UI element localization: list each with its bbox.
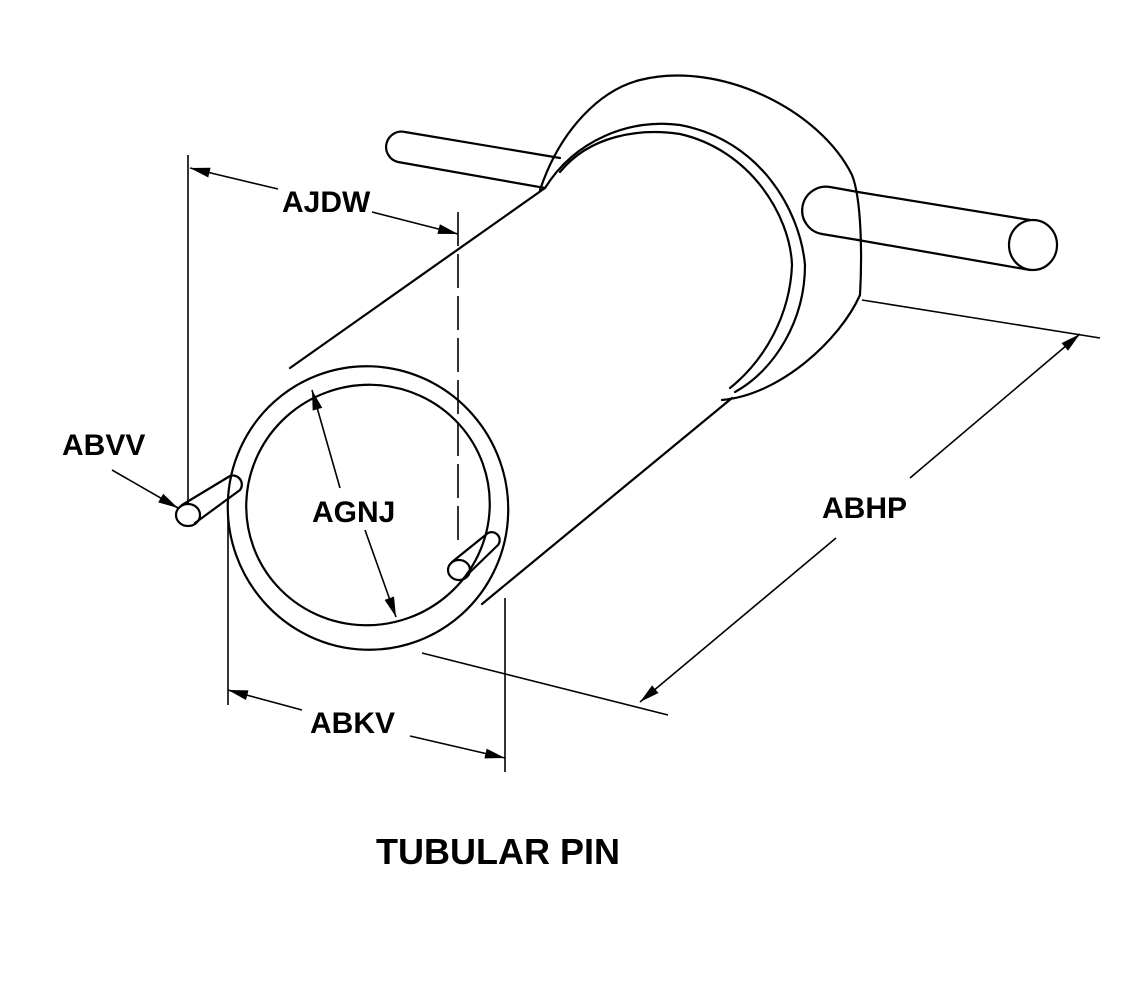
- dimension-agnj: AGNJ: [311, 389, 397, 618]
- rear-rod-right: [801, 185, 1059, 272]
- label-agnj: AGNJ: [312, 496, 395, 529]
- rear-rod-left: [385, 130, 562, 190]
- dimension-ajdw: AJDW: [189, 167, 459, 235]
- extension-lines: [187, 155, 1101, 772]
- label-ajdw: AJDW: [282, 186, 371, 219]
- label-abhp: ABHP: [822, 492, 907, 525]
- diagram-title: TUBULAR PIN: [376, 831, 620, 872]
- inner-pin: [446, 531, 501, 582]
- dimension-abkv: ABKV: [227, 689, 506, 759]
- collar: [538, 74, 863, 402]
- label-abvv: ABVV: [62, 429, 145, 462]
- cylinder-body: [288, 186, 734, 606]
- outer-pin: [174, 474, 243, 528]
- dimension-abhp: ABHP: [639, 333, 1081, 703]
- front-ring: [226, 365, 510, 651]
- dimension-abvv: ABVV: [62, 429, 179, 509]
- label-abkv: ABKV: [310, 707, 395, 740]
